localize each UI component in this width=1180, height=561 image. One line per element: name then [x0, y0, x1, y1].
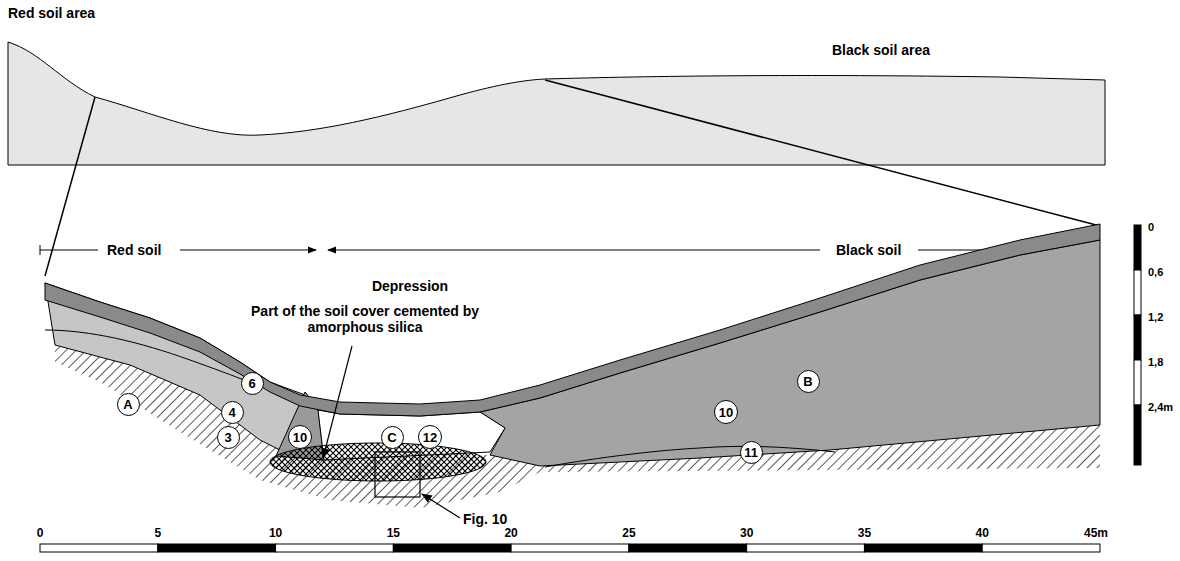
- callout-circle: 10: [288, 425, 312, 449]
- callout-note: Part of the soil cover cemented by amorp…: [230, 303, 500, 335]
- projection-line: [545, 80, 1100, 226]
- zone-tick: [40, 245, 41, 255]
- scale-segment: [982, 544, 1100, 552]
- scale-segment: [1134, 360, 1141, 405]
- scale-segment: [158, 544, 276, 552]
- zone-arrow: [180, 250, 316, 251]
- callout-circle: 6: [241, 372, 264, 395]
- scale-segment: [40, 544, 158, 552]
- topsoil-band: [45, 224, 1100, 416]
- zone-label: Red soil: [107, 242, 161, 258]
- figure-frame: [375, 452, 420, 497]
- callout-number: C: [387, 431, 396, 444]
- distance-tick: 5: [154, 527, 161, 541]
- horizon-boundary: [545, 446, 835, 467]
- area-label: Black soil area: [832, 42, 930, 58]
- zone-label: Depression: [372, 278, 448, 294]
- distance-tick: 40: [976, 527, 989, 541]
- scale-segment: [393, 544, 511, 552]
- scale-segment: [276, 544, 394, 552]
- distance-tick: 30: [740, 527, 753, 541]
- scale-segment: [1134, 315, 1141, 360]
- callout-number: 3: [224, 431, 231, 444]
- depth-tick: 0: [1148, 221, 1154, 234]
- zone-label: Black soil: [836, 242, 901, 258]
- figure-reference: Fig. 10: [463, 511, 507, 527]
- distance-tick: 15: [387, 527, 400, 541]
- distance-tick: 35: [858, 527, 871, 541]
- depth-tick: 1,2: [1148, 311, 1163, 324]
- distance-tick: 0: [37, 527, 44, 541]
- scale-segment: [1134, 225, 1141, 270]
- scale-segment: [747, 544, 865, 552]
- area-label: Red soil area: [8, 5, 95, 21]
- depth-tick: 1,8: [1148, 356, 1163, 369]
- callout-number: 6: [248, 377, 255, 390]
- scale-segment: [1134, 405, 1141, 465]
- scale-segment: [864, 544, 982, 552]
- callout-number: B: [803, 375, 812, 388]
- callout-circle: A: [117, 393, 140, 416]
- callout-number: 12: [423, 431, 437, 444]
- callout-number: 10: [293, 431, 307, 444]
- projection-line: [45, 97, 95, 276]
- depth-tick: 2,4m: [1148, 401, 1173, 414]
- landscape-profile: [8, 42, 1105, 165]
- distance-tick: 10: [269, 527, 282, 541]
- callout-circle: 12: [418, 425, 442, 449]
- zone-arrow: [328, 250, 820, 251]
- distance-tick: 25: [622, 527, 635, 541]
- callout-number: 4: [228, 406, 235, 419]
- callout-number: 11: [744, 446, 758, 459]
- callout-circle: 11: [740, 441, 763, 464]
- callout-number: 10: [719, 406, 733, 419]
- callout-circle: 3: [217, 426, 240, 449]
- callout-circle: 4: [221, 401, 244, 424]
- callout-leader: [422, 494, 460, 518]
- scale-segment: [1134, 270, 1141, 315]
- scale-bars: [40, 225, 1141, 552]
- scale-segment: [629, 544, 747, 552]
- callout-leader: [323, 346, 352, 458]
- black-soil-horizon: [480, 240, 1100, 466]
- callout-circle: 10: [714, 400, 738, 424]
- depth-tick: 0,6: [1148, 266, 1163, 279]
- scale-segment: [511, 544, 629, 552]
- distance-tick: 45m: [1084, 527, 1108, 541]
- callout-number: A: [123, 398, 132, 411]
- distance-tick: 20: [504, 527, 517, 541]
- callout-circle: B: [797, 370, 820, 393]
- callout-circle: C: [381, 426, 404, 449]
- zone-arrow: [40, 250, 98, 251]
